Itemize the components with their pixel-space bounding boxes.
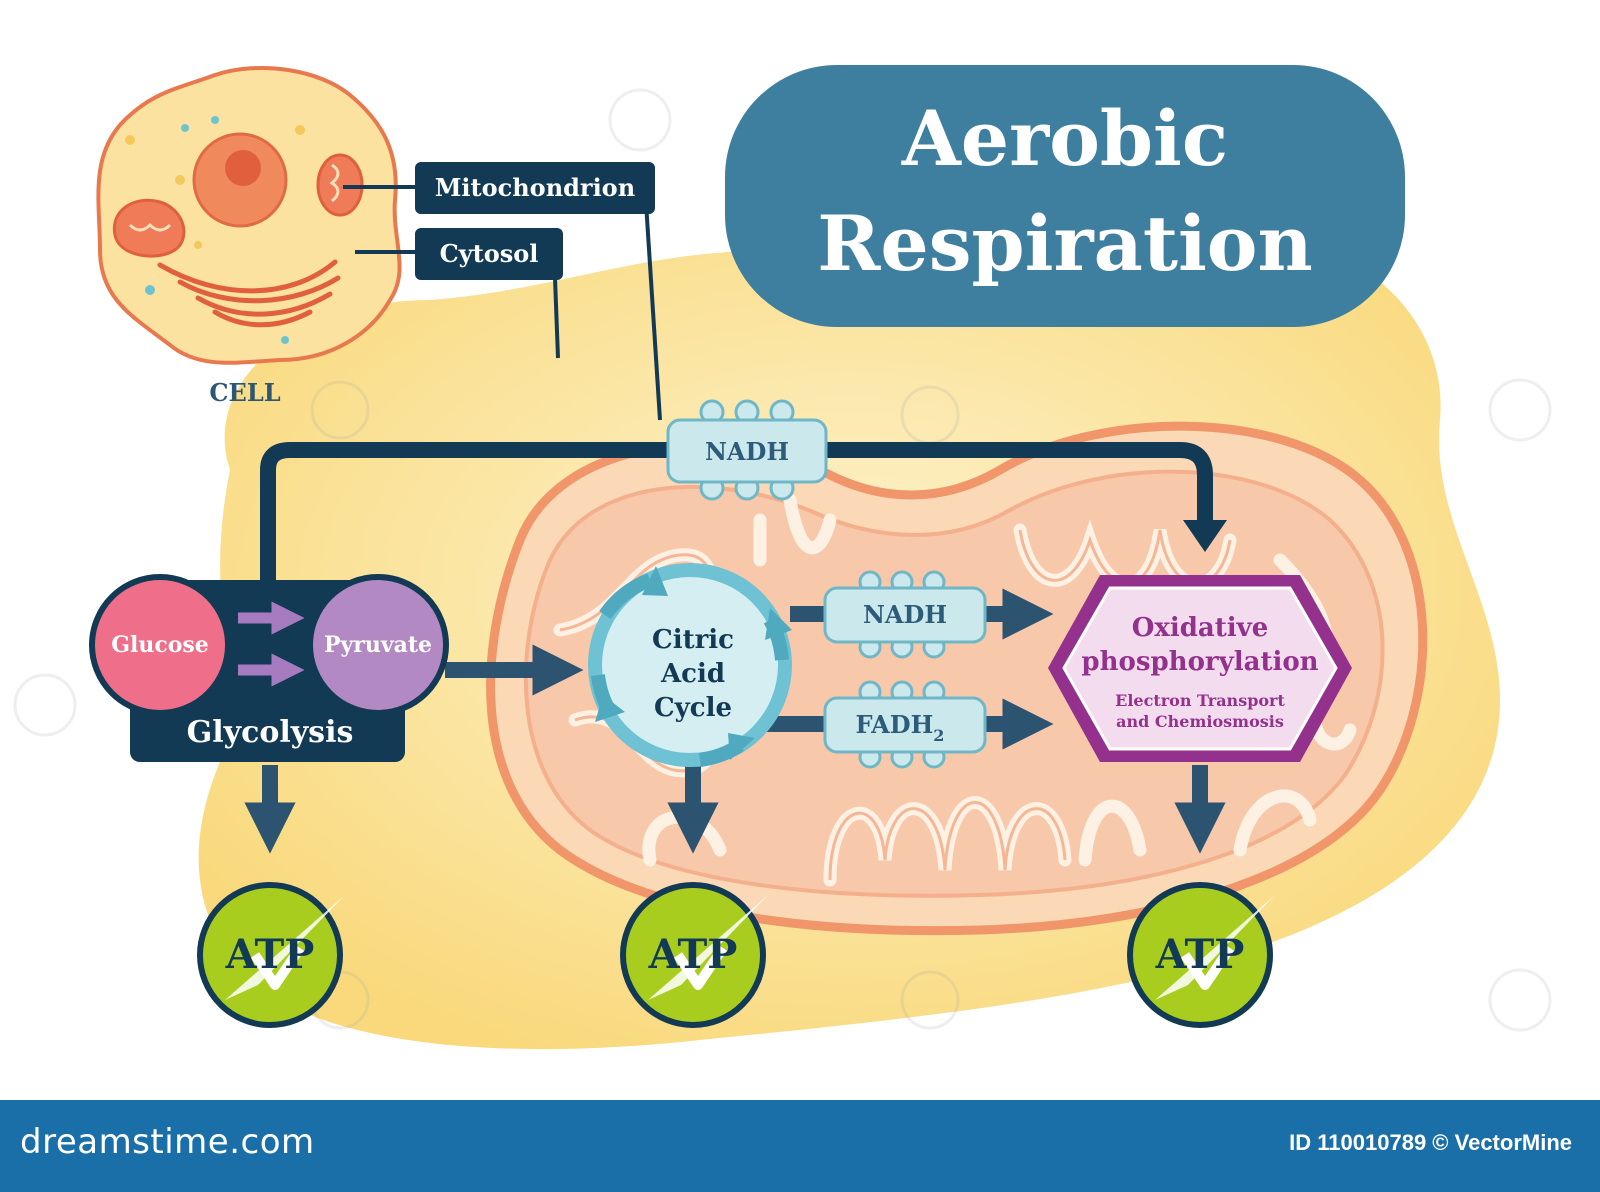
pyruvate-label: Pyruvate <box>324 632 432 658</box>
mitochondrion-small-left <box>112 198 186 258</box>
citric-line1: Citric <box>652 625 734 655</box>
nadh-top-carrier <box>666 399 828 501</box>
footer-logo: dreamstime.com <box>20 1122 315 1162</box>
nadh-mid-carrier <box>823 570 987 659</box>
footer-credit: ID 110010789 © VectorMine <box>1289 1130 1572 1155</box>
nadh-mid-label: NADH <box>863 600 947 629</box>
pyruvate-circle <box>307 574 449 716</box>
atp-label-glycolysis: ATP <box>225 931 315 978</box>
oxidative-hexagon <box>1048 575 1352 762</box>
oxidative-line2: phosphorylation <box>1081 647 1318 677</box>
atp-badge-cycle <box>620 882 768 1028</box>
citric-acid-cycle <box>588 563 792 767</box>
nucleolus <box>225 150 261 186</box>
citric-line2: Acid <box>660 659 725 689</box>
oxidative-sub1: Electron Transport <box>1115 691 1285 710</box>
citric-line3: Cycle <box>654 693 732 723</box>
glycolysis-label: Glycolysis <box>187 715 354 750</box>
glucose-label: Glucose <box>111 632 209 658</box>
title-pill <box>725 65 1405 327</box>
atp-label-oxidative: ATP <box>1155 931 1245 978</box>
oxidative-line1: Oxidative <box>1132 613 1269 643</box>
atp-label-cycle: ATP <box>648 931 738 978</box>
cytosol-callout-label: Cytosol <box>440 239 539 268</box>
watermark-footer: dreamstime.com ID 110010789 © VectorMine <box>0 1100 1600 1192</box>
fadh2-label: FADH2 <box>856 710 945 745</box>
nadh-top-label: NADH <box>705 437 789 466</box>
glycolysis-arrows <box>238 601 305 687</box>
fadh-subscript: 2 <box>933 726 944 745</box>
fadh-text: FADH <box>856 710 934 739</box>
title-line2: Respiration <box>817 199 1313 288</box>
atp-badge-oxidative <box>1127 882 1275 1028</box>
oxidative-sub2: and Chemiosmosis <box>1116 712 1284 731</box>
cytoplasm-dots <box>125 116 305 344</box>
fadh2-carrier <box>823 680 987 769</box>
cell-illustration: CELL <box>96 65 402 407</box>
cytosol-callout-box <box>415 228 563 280</box>
mitochondrion-callout-box <box>415 162 655 214</box>
mitochondrion-callout-label: Mitochondrion <box>435 173 635 202</box>
nadh-loop-arrowhead <box>1183 520 1227 552</box>
glucose-circle <box>89 574 231 716</box>
callout-leaders <box>343 185 662 421</box>
endoplasmic-reticulum <box>157 259 341 328</box>
atp-badge-glycolysis <box>197 882 345 1028</box>
cell-label: CELL <box>209 378 280 407</box>
title-line1: Aerobic <box>901 94 1228 183</box>
